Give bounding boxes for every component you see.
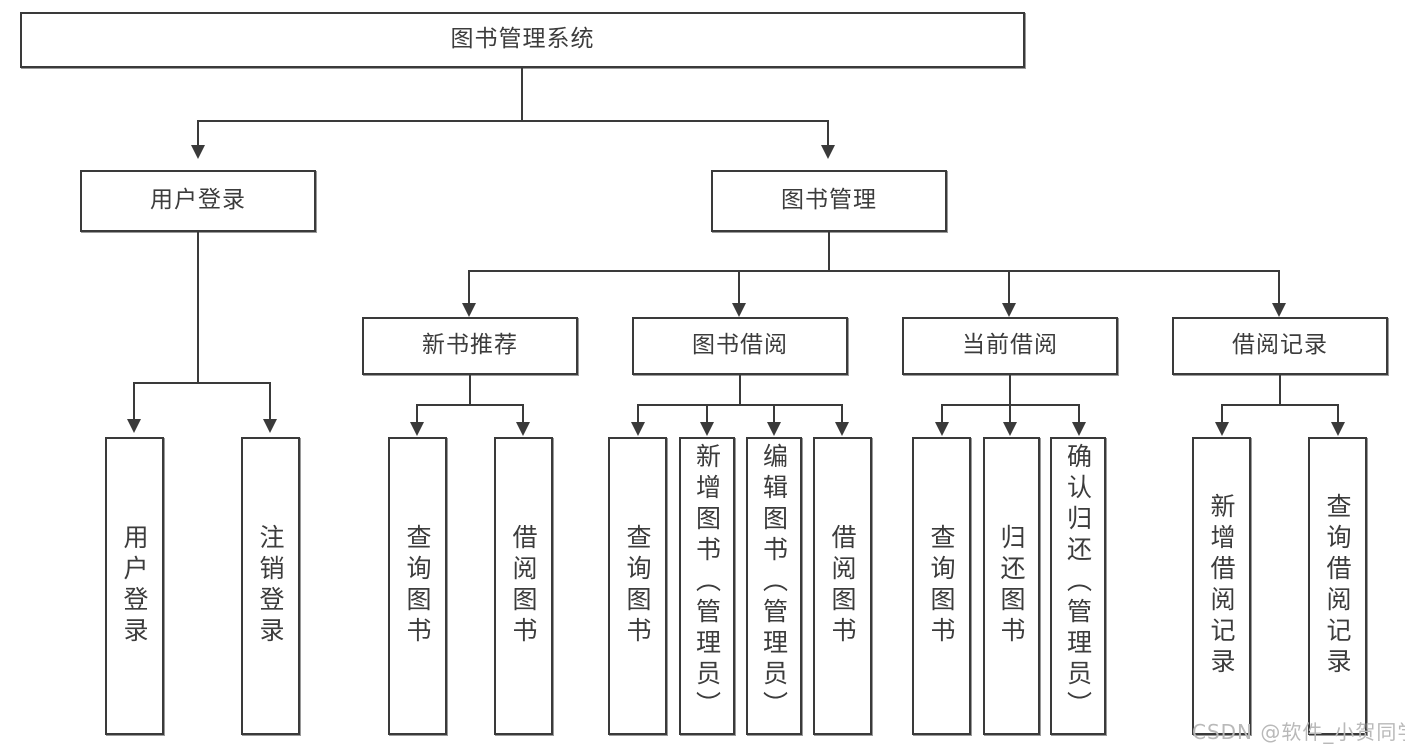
connector-user-login-stem [197,232,199,382]
connector-borrow-record-bus [1221,404,1339,406]
node-label: 编辑图书（管理员） [759,443,789,722]
connector-current-borrow-child-2 [1009,404,1011,422]
node-book-management[interactable]: 图书管理 [711,170,947,232]
node-label: 借阅图书 [828,524,857,648]
arrow-current-borrow-child-3 [1072,422,1086,436]
node-label: 查询图书 [623,524,652,648]
connector-to-user-login [197,120,199,145]
leaf-user-login-logout[interactable]: 注销登录 [241,437,300,735]
connector-new-book-child-1 [416,404,418,422]
arrow-user-login-child-2 [263,419,277,433]
connector-new-book-bus [416,404,524,406]
leaf-current-borrow-query[interactable]: 查询图书 [912,437,971,735]
node-label: 用户登录 [120,524,149,648]
arrow-book-borrow-child-2 [700,422,714,436]
leaf-current-borrow-confirm[interactable]: 确认归还（管理员） [1050,437,1106,735]
connector-to-new-book [468,270,470,303]
connector-book-borrow-child-4 [841,404,843,422]
connector-level3-bus [468,270,1280,272]
node-label: 当前借阅 [962,332,1058,359]
connector-book-manage-stem [828,232,830,270]
connector-new-book-child-2 [522,404,524,422]
connector-book-borrow-child-2 [706,404,708,422]
node-label: 归还图书 [997,524,1026,648]
connector-new-book-stem [469,375,471,404]
leaf-book-borrow-query[interactable]: 查询图书 [608,437,667,735]
connector-to-current-borrow [1008,270,1010,303]
leaf-new-book-borrow[interactable]: 借阅图书 [494,437,553,735]
connector-user-login-bus [133,382,269,384]
connector-book-borrow-child-1 [637,404,639,422]
connector-user-login-child-2 [269,382,271,419]
connector-level2-bus [197,120,829,122]
arrow-borrow-record-child-2 [1331,422,1345,436]
connector-borrow-record-child-2 [1337,404,1339,422]
node-label: 确认归还（管理员） [1063,443,1093,722]
node-borrow-record[interactable]: 借阅记录 [1172,317,1388,375]
connector-borrow-record-stem [1279,375,1281,404]
arrow-to-borrow-record [1272,303,1286,317]
leaf-user-login-login[interactable]: 用户登录 [105,437,164,735]
connector-current-borrow-stem [1009,375,1011,404]
leaf-borrow-record-query[interactable]: 查询借阅记录 [1308,437,1367,735]
arrow-to-user-login [191,145,205,159]
node-user-login[interactable]: 用户登录 [80,170,316,232]
connector-root-stem [521,68,523,120]
node-current-borrow[interactable]: 当前借阅 [902,317,1118,375]
connector-to-book-borrow [738,270,740,303]
arrow-new-book-child-1 [410,422,424,436]
node-label: 注销登录 [256,524,285,648]
arrow-new-book-child-2 [516,422,530,436]
connector-user-login-child-1 [133,382,135,419]
node-label: 借阅图书 [509,524,538,648]
arrow-user-login-child-1 [127,419,141,433]
node-label: 新书推荐 [422,332,518,359]
node-new-book-recommend[interactable]: 新书推荐 [362,317,578,375]
connector-current-borrow-child-1 [941,404,943,422]
node-label: 图书借阅 [692,332,788,359]
arrow-current-borrow-child-2 [1003,422,1017,436]
node-label: 查询图书 [927,524,956,648]
node-label: 新增借阅记录 [1207,493,1236,679]
node-label: 查询借阅记录 [1323,493,1352,679]
arrow-to-book-borrow [732,303,746,317]
node-label: 用户登录 [150,187,246,214]
connector-to-book-manage [827,120,829,145]
arrow-book-borrow-child-4 [835,422,849,436]
connector-borrow-record-child-1 [1221,404,1223,422]
node-label: 查询图书 [403,524,432,648]
connector-to-borrow-record [1278,270,1280,303]
leaf-current-borrow-return[interactable]: 归还图书 [983,437,1040,735]
node-book-borrow[interactable]: 图书借阅 [632,317,848,375]
node-label: 新增图书（管理员） [692,443,722,722]
leaf-book-borrow-edit[interactable]: 编辑图书（管理员） [746,437,802,735]
arrow-to-book-manage [821,145,835,159]
leaf-borrow-record-add[interactable]: 新增借阅记录 [1192,437,1251,735]
arrow-to-current-borrow [1002,303,1016,317]
node-label: 图书管理 [781,187,877,214]
leaf-book-borrow-add[interactable]: 新增图书（管理员） [679,437,735,735]
leaf-book-borrow-borrow[interactable]: 借阅图书 [813,437,872,735]
connector-current-borrow-child-3 [1078,404,1080,422]
connector-book-borrow-bus [637,404,843,406]
leaf-new-book-query[interactable]: 查询图书 [388,437,447,735]
connector-book-borrow-stem [739,375,741,404]
node-root-system[interactable]: 图书管理系统 [20,12,1025,68]
node-label: 借阅记录 [1232,332,1328,359]
connector-book-borrow-child-3 [773,404,775,422]
arrow-book-borrow-child-1 [631,422,645,436]
arrow-borrow-record-child-1 [1215,422,1229,436]
arrow-to-new-book [462,303,476,317]
arrow-current-borrow-child-1 [935,422,949,436]
arrow-book-borrow-child-3 [767,422,781,436]
node-label: 图书管理系统 [450,26,595,53]
